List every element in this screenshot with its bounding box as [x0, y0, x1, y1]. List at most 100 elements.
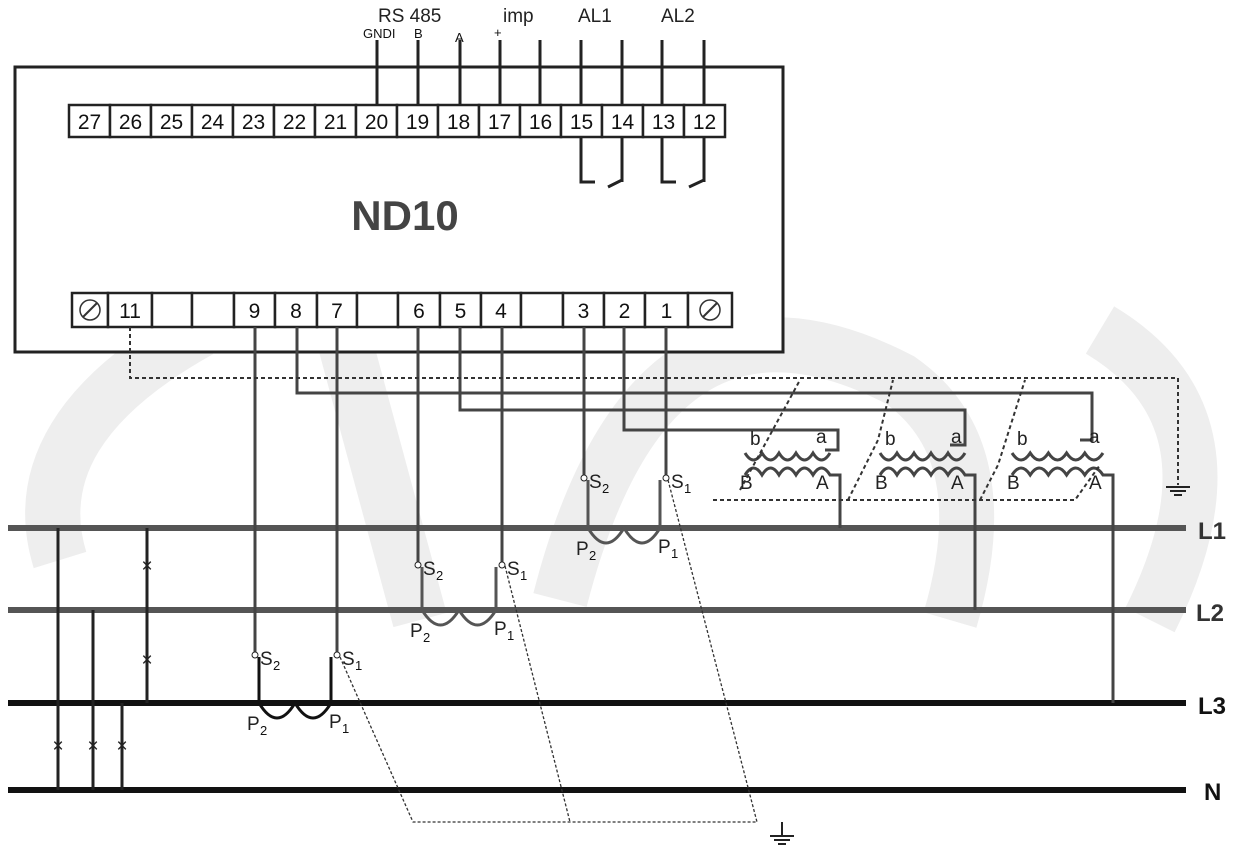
vt-b-small: b [1017, 429, 1028, 450]
terminal-number: 19 [406, 111, 429, 134]
s1-label: S [507, 559, 520, 580]
s1-label: S [342, 649, 355, 670]
terminal-number: 17 [488, 111, 511, 134]
screw-icon [699, 299, 721, 321]
p1-label-subscript: 1 [342, 721, 349, 736]
s1-label: S [671, 472, 684, 493]
al1-contact [579, 137, 624, 189]
terminal-11[interactable] [106, 291, 154, 329]
al2-label: AL2 [661, 6, 695, 27]
terminal-27[interactable] [67, 103, 112, 139]
p1-label: P [494, 619, 507, 640]
vt-b-big: B [1007, 473, 1020, 494]
supply-drops [56, 528, 149, 790]
vt-b-big: B [740, 473, 753, 494]
terminal-number: 5 [455, 300, 467, 323]
b-label: B [414, 26, 423, 41]
s2-label: S [589, 472, 602, 493]
terminal-number: 4 [495, 300, 507, 323]
terminal-number: 16 [529, 111, 552, 134]
terminal-number: 9 [249, 300, 261, 323]
screw-icon [79, 299, 101, 321]
terminal-number: 24 [201, 111, 225, 134]
plus-label: + [494, 25, 502, 40]
empty-terminal[interactable] [190, 291, 236, 329]
fault-marks: × × × × × [52, 556, 152, 757]
bus-lines [8, 525, 1186, 793]
s1-label-subscript: 1 [355, 658, 362, 673]
vt-a-small: a [1089, 427, 1100, 448]
terminal-8[interactable] [273, 291, 319, 329]
terminal-number: 2 [619, 300, 631, 323]
label-l1: L1 [1198, 518, 1226, 545]
label-l2: L2 [1196, 600, 1224, 627]
terminal-number: 1 [661, 300, 673, 323]
fuse-mark: × [87, 736, 98, 757]
al1-label: AL1 [578, 6, 612, 27]
imp-label: imp [503, 6, 534, 27]
gndi-label: GNDI [363, 26, 396, 41]
p2-label: P [410, 621, 423, 642]
fuse-mark: × [116, 736, 127, 757]
p2-label-subscript: 2 [589, 548, 596, 563]
s2-label-subscript: 2 [436, 568, 443, 583]
terminal-23[interactable] [231, 103, 276, 139]
vt-b-small: b [885, 429, 896, 450]
p1-label: P [329, 712, 342, 733]
s2-label-subscript: 2 [273, 658, 280, 673]
p2-label: P [576, 539, 589, 560]
p1-label-subscript: 1 [671, 546, 678, 561]
terminal-number: 21 [324, 111, 347, 134]
p1-label: P [658, 537, 671, 558]
vt-a-big: A [816, 473, 829, 494]
terminal-number: 26 [119, 111, 142, 134]
terminal-wiring [253, 327, 1094, 655]
terminal-6[interactable] [396, 291, 442, 329]
vt-a-small: a [816, 427, 827, 448]
fuse-mark: × [52, 736, 63, 757]
fuse-mark: × [141, 650, 152, 671]
p1-label-subscript: 1 [507, 628, 514, 643]
s2-label: S [423, 559, 436, 580]
p2-label: P [247, 714, 260, 735]
empty-terminal[interactable] [519, 291, 565, 329]
terminal-4[interactable] [479, 291, 523, 329]
top-leads [375, 40, 706, 189]
s1-label-subscript: 1 [684, 481, 691, 496]
terminal-number: 20 [365, 111, 388, 134]
terminal-number: 18 [447, 111, 470, 134]
label-l3: L3 [1198, 693, 1226, 720]
vt-a-big: A [951, 473, 964, 494]
terminal-number: 22 [283, 111, 306, 134]
rs485-label: RS 485 [378, 6, 441, 27]
terminal-number: 3 [578, 300, 590, 323]
device-name: ND10 [351, 192, 458, 239]
p2-label-subscript: 2 [260, 723, 267, 738]
terminal-number: 13 [652, 111, 675, 134]
vt-a-big: A [1089, 473, 1102, 494]
voltage-transformer: b aB A [740, 427, 842, 528]
terminal-number: 11 [119, 300, 141, 323]
vt-a-small: a [951, 427, 962, 448]
empty-terminal[interactable] [150, 291, 194, 329]
label-n: N [1204, 779, 1221, 806]
terminal-number: 7 [331, 300, 343, 323]
vt-b-big: B [875, 473, 888, 494]
vt-b-small: b [750, 429, 761, 450]
voltage-transformer: b aB A [875, 427, 977, 610]
ct-ground-wire [339, 479, 758, 823]
terminal-number: 23 [242, 111, 265, 134]
terminal-18[interactable] [436, 103, 481, 139]
ground-symbol-bottom [770, 822, 794, 845]
terminal-number: 15 [570, 111, 593, 134]
s2-label: S [260, 649, 273, 670]
empty-terminal[interactable] [355, 291, 400, 329]
s2-label-subscript: 2 [602, 481, 609, 496]
a-label: A [455, 30, 464, 45]
